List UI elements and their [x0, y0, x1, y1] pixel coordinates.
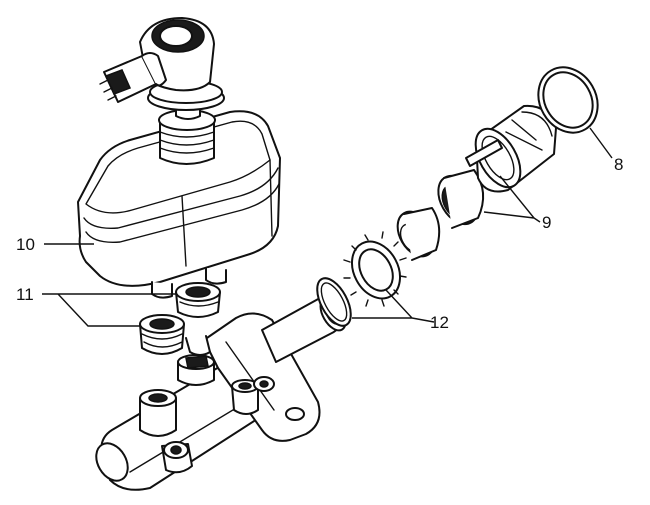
leader-line-9 — [483, 175, 541, 223]
callout-9: 9 — [542, 213, 551, 232]
leader-line-12 — [352, 289, 435, 323]
retaining-circlip — [343, 231, 407, 307]
reservoir-seal-washer-lower — [139, 314, 185, 355]
callout-8: 8 — [614, 155, 623, 174]
leader-line-8 — [589, 127, 613, 159]
callout-11: 11 — [16, 285, 34, 304]
piston-bush — [437, 169, 485, 229]
reservoir-seal-washer-upper — [175, 282, 221, 318]
leader-line-11 — [42, 293, 176, 327]
brake-fluid-reservoir — [77, 110, 281, 299]
piston-seal-cup — [396, 207, 441, 261]
callout-10: 10 — [16, 235, 35, 254]
master-cylinder-body — [95, 296, 347, 491]
piston-housing — [465, 104, 557, 193]
callout-12: 12 — [430, 313, 449, 332]
outer-seal-ring — [537, 66, 599, 134]
reservoir-cap-with-level-switch — [99, 17, 225, 120]
bore-o-ring — [316, 277, 352, 327]
